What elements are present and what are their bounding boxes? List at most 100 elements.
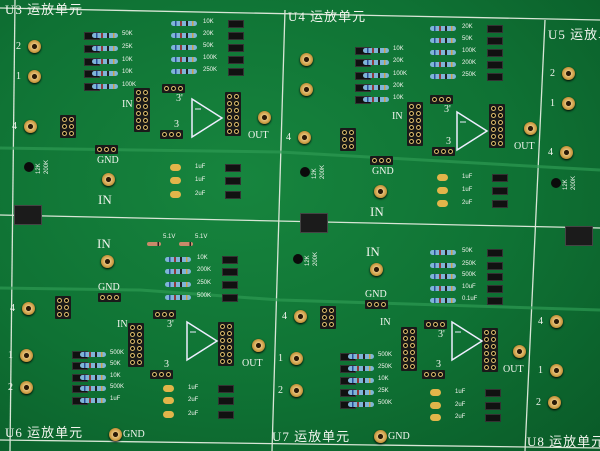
header-pin[interactable] bbox=[349, 130, 354, 135]
header-pin[interactable] bbox=[367, 302, 372, 307]
header-pin[interactable] bbox=[491, 330, 496, 335]
u4-feedback-jumper[interactable] bbox=[487, 73, 503, 81]
header-pin[interactable] bbox=[220, 338, 225, 343]
header-pin[interactable] bbox=[227, 129, 232, 134]
header-pin[interactable] bbox=[434, 149, 439, 154]
header-pin[interactable] bbox=[491, 141, 496, 146]
header-pin[interactable] bbox=[409, 132, 414, 137]
header-pin[interactable] bbox=[416, 139, 421, 144]
u3-capacitor-jumper[interactable] bbox=[225, 177, 241, 185]
header-pin[interactable] bbox=[176, 132, 181, 137]
header-pin[interactable] bbox=[322, 322, 327, 327]
u7-input-header[interactable] bbox=[401, 327, 417, 371]
header-pin[interactable] bbox=[143, 90, 148, 95]
u4-input-header[interactable] bbox=[407, 102, 423, 146]
u3-output-header[interactable] bbox=[225, 92, 241, 136]
u7-feedback-jumper[interactable] bbox=[487, 249, 503, 257]
header-pin[interactable] bbox=[130, 339, 135, 344]
header-pin[interactable] bbox=[69, 131, 74, 136]
header-pin[interactable] bbox=[491, 113, 496, 118]
u6-jack-2[interactable] bbox=[20, 381, 33, 394]
u6-feedback-jumper[interactable] bbox=[222, 256, 238, 264]
header-pin[interactable] bbox=[104, 147, 109, 152]
header-pin[interactable] bbox=[227, 94, 232, 99]
header-pin[interactable] bbox=[62, 131, 67, 136]
header-pin[interactable] bbox=[433, 322, 438, 327]
u8-jack-4[interactable] bbox=[550, 315, 563, 328]
u8-jack-2[interactable] bbox=[548, 396, 561, 409]
u5-jack-4[interactable] bbox=[560, 146, 573, 159]
u4-feedback-jumper[interactable] bbox=[487, 49, 503, 57]
header-pin[interactable] bbox=[234, 115, 239, 120]
header-pin[interactable] bbox=[386, 158, 391, 163]
header-pin[interactable] bbox=[416, 132, 421, 137]
header-pin[interactable] bbox=[491, 106, 496, 111]
header-pin[interactable] bbox=[372, 158, 377, 163]
u5-jack-2[interactable] bbox=[562, 67, 575, 80]
u4-capacitor-jumper[interactable] bbox=[492, 187, 508, 195]
u4-capacitor-jumper[interactable] bbox=[492, 200, 508, 208]
header-pin[interactable] bbox=[498, 113, 503, 118]
header-pin[interactable] bbox=[136, 90, 141, 95]
u3-jack-1[interactable] bbox=[28, 70, 41, 83]
header-pin[interactable] bbox=[137, 339, 142, 344]
header-pin[interactable] bbox=[234, 94, 239, 99]
u7-out-jack[interactable] bbox=[513, 345, 526, 358]
header-pin[interactable] bbox=[136, 111, 141, 116]
u4-in-jack[interactable] bbox=[374, 185, 387, 198]
header-pin[interactable] bbox=[227, 115, 232, 120]
u3-in-jack[interactable] bbox=[102, 173, 115, 186]
u7-capacitor-jumper[interactable] bbox=[485, 414, 501, 422]
header-pin[interactable] bbox=[227, 108, 232, 113]
u3-gnd-header[interactable] bbox=[95, 145, 118, 154]
header-pin[interactable] bbox=[484, 330, 489, 335]
header-pin[interactable] bbox=[220, 359, 225, 364]
u4-out-jack[interactable] bbox=[524, 122, 537, 135]
header-pin[interactable] bbox=[322, 315, 327, 320]
header-pin[interactable] bbox=[446, 97, 451, 102]
header-pin[interactable] bbox=[143, 104, 148, 109]
header-pin[interactable] bbox=[57, 312, 62, 317]
header-pin[interactable] bbox=[410, 364, 415, 369]
header-pin[interactable] bbox=[416, 125, 421, 130]
header-pin[interactable] bbox=[438, 372, 443, 377]
header-pin[interactable] bbox=[162, 312, 167, 317]
header-pin[interactable] bbox=[403, 336, 408, 341]
u8-jack-1[interactable] bbox=[550, 364, 563, 377]
header-pin[interactable] bbox=[227, 331, 232, 336]
header-pin[interactable] bbox=[227, 324, 232, 329]
header-pin[interactable] bbox=[409, 139, 414, 144]
u6-jack-4[interactable] bbox=[22, 302, 35, 315]
header-pin[interactable] bbox=[69, 124, 74, 129]
header-pin[interactable] bbox=[403, 350, 408, 355]
header-pin[interactable] bbox=[403, 364, 408, 369]
u6-gnd-header[interactable] bbox=[98, 293, 121, 302]
header-pin[interactable] bbox=[137, 332, 142, 337]
header-pin[interactable] bbox=[143, 125, 148, 130]
header-pin[interactable] bbox=[491, 337, 496, 342]
u4-jack-4[interactable] bbox=[298, 131, 311, 144]
header-pin[interactable] bbox=[342, 144, 347, 149]
header-pin[interactable] bbox=[57, 298, 62, 303]
header-pin[interactable] bbox=[62, 124, 67, 129]
header-pin[interactable] bbox=[379, 158, 384, 163]
u7-in-jack[interactable] bbox=[370, 263, 383, 276]
header-pin[interactable] bbox=[136, 97, 141, 102]
header-pin[interactable] bbox=[484, 351, 489, 356]
header-pin[interactable] bbox=[57, 305, 62, 310]
header-pin[interactable] bbox=[130, 346, 135, 351]
header-pin[interactable] bbox=[130, 332, 135, 337]
header-pin[interactable] bbox=[491, 120, 496, 125]
header-pin[interactable] bbox=[416, 118, 421, 123]
u3-feedback-jumper[interactable] bbox=[228, 56, 244, 64]
u3-jack4-header[interactable] bbox=[60, 115, 76, 138]
header-pin[interactable] bbox=[424, 372, 429, 377]
header-pin[interactable] bbox=[491, 365, 496, 370]
header-pin[interactable] bbox=[137, 360, 142, 365]
header-pin[interactable] bbox=[349, 144, 354, 149]
header-pin[interactable] bbox=[409, 111, 414, 116]
u4-feedback-jumper[interactable] bbox=[487, 25, 503, 33]
header-pin[interactable] bbox=[441, 149, 446, 154]
header-pin[interactable] bbox=[329, 322, 334, 327]
u6-capacitor-jumper[interactable] bbox=[218, 385, 234, 393]
